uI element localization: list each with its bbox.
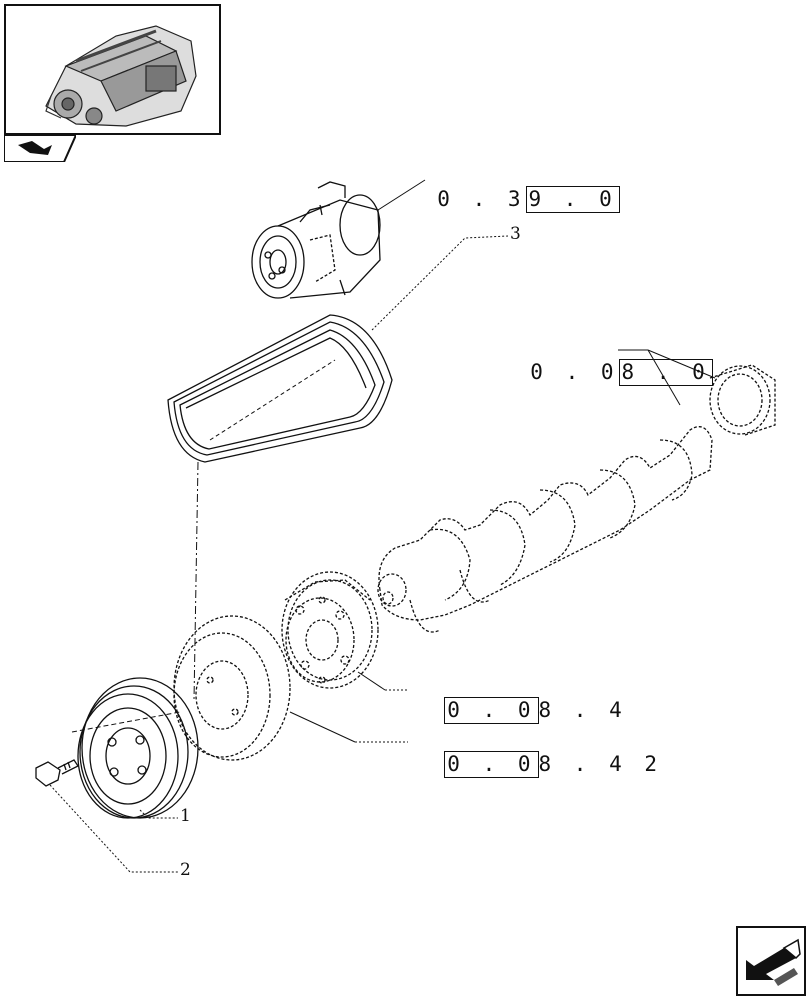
damper-reference-tail: 8 . 4: [538, 698, 627, 722]
next-page-button[interactable]: [736, 926, 806, 996]
ac-compressor: [251, 181, 381, 299]
bolt: [35, 759, 79, 787]
crankshaft-reference-boxed: 8 . 0: [618, 359, 713, 386]
pulley-reference-tail: 8 . 4 2: [538, 752, 663, 776]
front-pulley: [71, 677, 199, 819]
callout-belt: 3: [510, 224, 521, 244]
engine-thumbnail: [4, 4, 221, 135]
section-tab-icon: [3, 134, 78, 163]
crankshaft-reference-lead: 0 . 0: [530, 360, 619, 384]
drive-belt: [167, 314, 393, 463]
crankshaft-gear: [709, 364, 776, 436]
section-tab[interactable]: [3, 134, 78, 163]
crankshaft: [377, 426, 713, 633]
callout-bolt: 2: [180, 860, 191, 880]
compressor-reference-boxed: 9 . 0: [525, 186, 620, 213]
spacer-ring: [173, 615, 291, 761]
engine-thumbnail-icon: [45, 25, 197, 127]
next-page-arrow-icon: [746, 938, 801, 986]
compressor-reference-lead: 0 . 3: [437, 187, 526, 211]
pulley-reference-boxed: 0 . 0: [444, 751, 539, 778]
callout-pulley: 1: [180, 806, 191, 826]
damper-reference-boxed: 0 . 0: [444, 697, 539, 724]
damper-pulley: [281, 571, 379, 689]
